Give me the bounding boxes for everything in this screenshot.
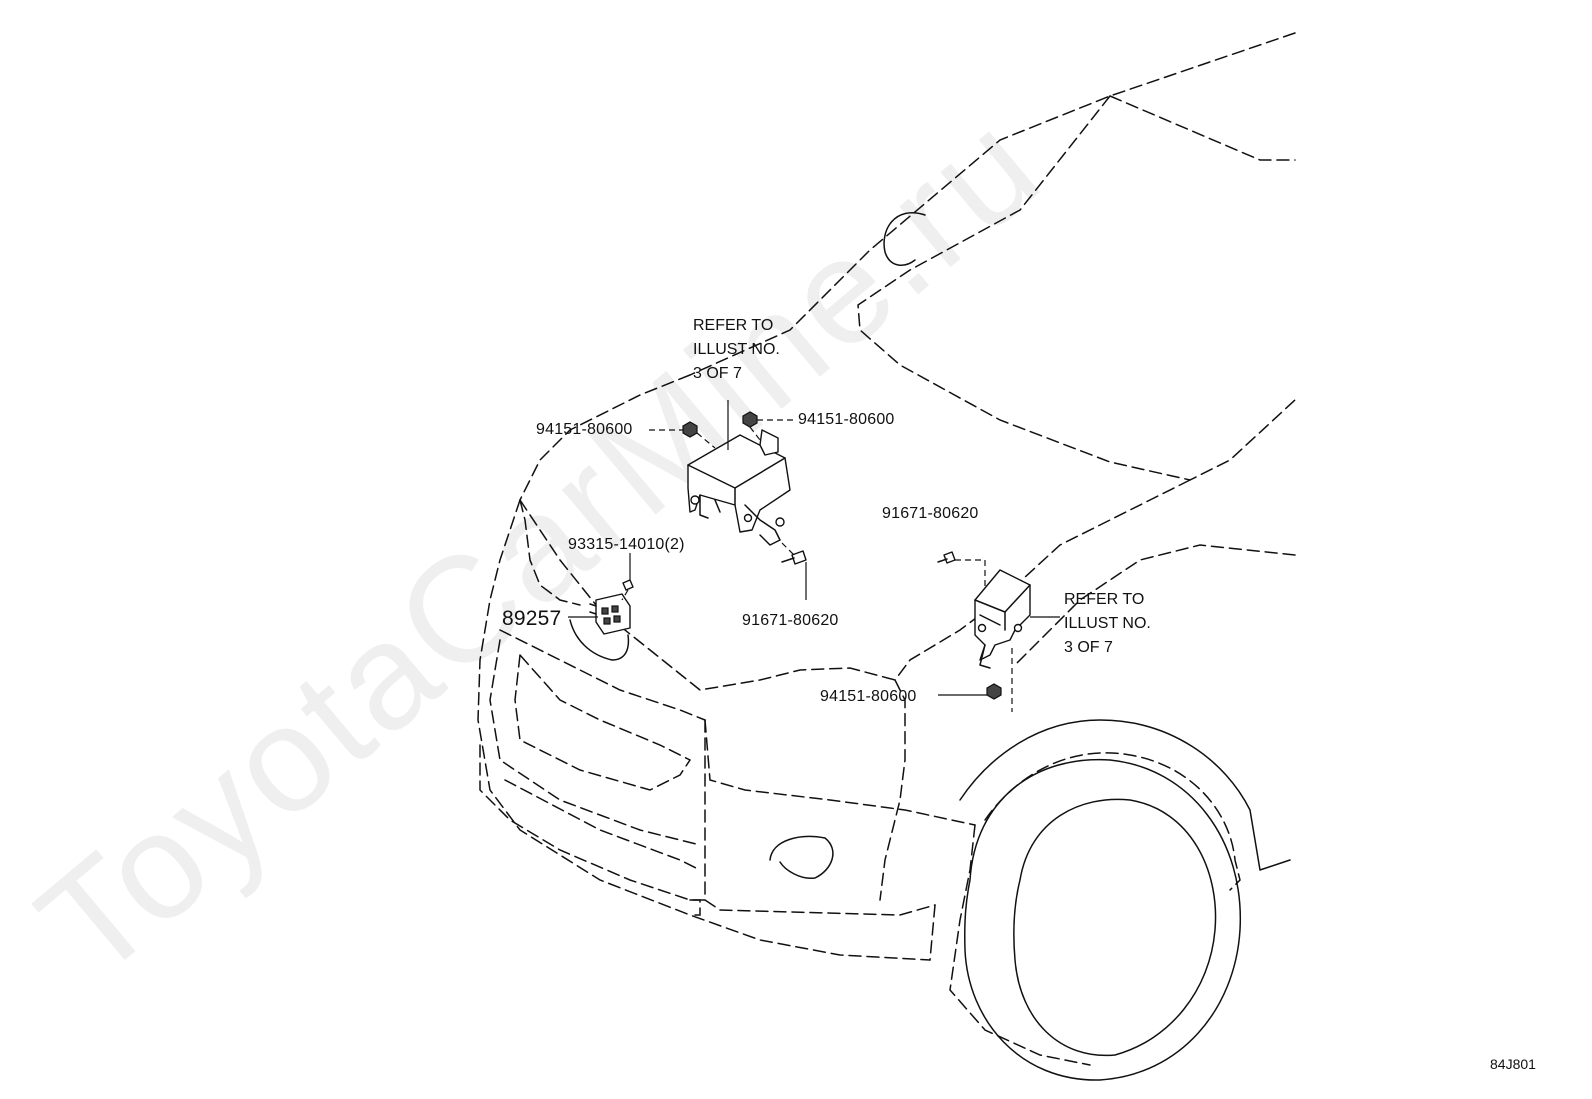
nut-right-bottom [986, 683, 1002, 700]
nut-top-right [742, 411, 758, 428]
reference-note-top: REFER TO ILLUST NO. 3 OF 7 [693, 314, 780, 386]
bolt-sensor [622, 579, 634, 591]
reference-note-right-line: REFER TO [1064, 591, 1145, 608]
reference-note-right-line: 3 OF 7 [1064, 639, 1113, 656]
part-label-91671-center: 91671-80620 [742, 612, 839, 629]
ecu-bracket-top [687, 429, 791, 546]
part-label-94151-left: 94151-80600 [536, 421, 633, 438]
bolt-center [781, 550, 807, 565]
part-label-91671-right: 91671-80620 [882, 505, 979, 522]
reference-note-top-line: REFER TO [693, 317, 774, 334]
reference-note-right: REFER TO ILLUST NO. 3 OF 7 [1064, 588, 1151, 660]
part-label-93315: 93315-14010(2) [568, 536, 685, 553]
part-label-94151-bottom: 94151-80600 [820, 688, 917, 705]
nut-top-left [682, 421, 698, 438]
part-label-89257: 89257 [502, 607, 562, 630]
bolt-right-top [937, 551, 956, 564]
reference-note-top-line: 3 OF 7 [693, 365, 742, 382]
leader-lines [568, 400, 1060, 712]
part-label-94151-right: 94151-80600 [798, 411, 895, 428]
reference-note-right-line: ILLUST NO. [1064, 615, 1151, 632]
reference-note-top-line: ILLUST NO. [693, 341, 780, 358]
vehicle-outline [477, 32, 1296, 1081]
ecu-bracket-right [974, 569, 1031, 669]
diagram-code: 84J801 [1490, 1056, 1536, 1072]
sensor-89257 [589, 593, 631, 635]
